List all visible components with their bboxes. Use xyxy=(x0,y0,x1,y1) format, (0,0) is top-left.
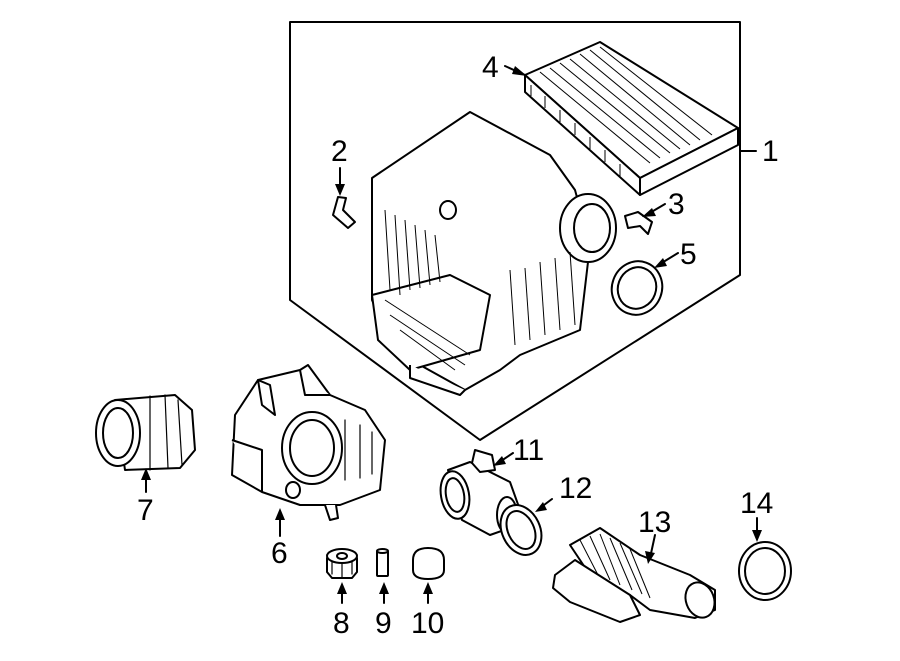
callout-11: 11 xyxy=(513,434,544,467)
callout-14: 14 xyxy=(740,487,773,520)
seal-ring-part-5 xyxy=(610,260,664,316)
grommet-part-8 xyxy=(326,548,358,579)
clip-part-2 xyxy=(332,196,356,229)
callout-9: 9 xyxy=(375,607,392,640)
callout-1: 1 xyxy=(762,135,779,168)
arrowhead-6 xyxy=(275,508,285,520)
callout-3: 3 xyxy=(668,188,685,221)
callout-12: 12 xyxy=(559,472,592,505)
callout-5: 5 xyxy=(680,238,697,271)
arrowhead-2 xyxy=(335,184,345,196)
arrowhead-4 xyxy=(512,66,527,76)
callout-8: 8 xyxy=(333,607,350,640)
callout-4: 4 xyxy=(482,51,499,84)
arrowhead-3 xyxy=(642,208,656,217)
arrowhead-5 xyxy=(654,258,667,268)
callout-6: 6 xyxy=(271,537,288,570)
arrowhead-7 xyxy=(141,468,151,480)
arrowhead-10 xyxy=(423,582,433,594)
intake-hose-part-13 xyxy=(552,527,716,623)
arrowhead-8 xyxy=(337,582,347,594)
callout-13: 13 xyxy=(638,506,671,539)
resonator-housing-part-6 xyxy=(231,364,386,521)
arrowhead-9 xyxy=(379,582,389,594)
arrowhead-12 xyxy=(535,502,547,512)
assembly-outline xyxy=(289,21,741,441)
callout-2: 2 xyxy=(331,135,348,168)
arrowhead-11 xyxy=(493,456,506,466)
seal-ring-part-14 xyxy=(738,541,792,601)
seal-ring-part-12 xyxy=(499,504,543,556)
clip-part-3 xyxy=(624,211,653,235)
callout-7: 7 xyxy=(137,494,154,527)
arrowhead-13 xyxy=(645,551,655,564)
duct-connector-part-7 xyxy=(95,394,196,471)
air-cleaner-housing-part xyxy=(371,111,617,396)
arrowhead-14 xyxy=(752,530,762,542)
air-filter-part xyxy=(524,41,739,196)
callout-10: 10 xyxy=(411,607,444,640)
sleeve-part-9 xyxy=(376,548,389,577)
cap-part-10 xyxy=(412,547,445,580)
